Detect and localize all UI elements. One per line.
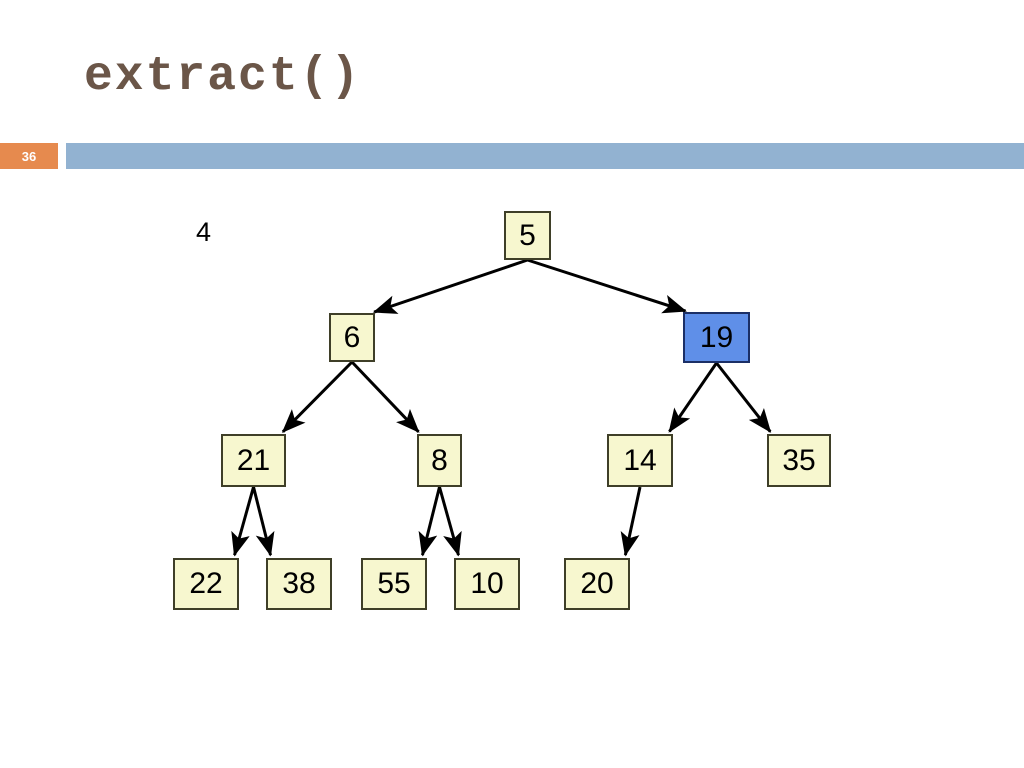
tree-node-38[interactable]: 38 [266, 558, 332, 610]
tree-edge-8-to-10 [438, 486, 462, 557]
tree-node-6[interactable]: 6 [329, 313, 375, 362]
tree-edge-8-to-55 [418, 486, 441, 557]
header-rule: 36 [0, 143, 1024, 169]
tree-edge-21-to-22 [231, 486, 255, 557]
tree-node-10[interactable]: 10 [454, 558, 520, 610]
tree-node-8[interactable]: 8 [417, 434, 462, 487]
tree-node-20[interactable]: 20 [564, 558, 630, 610]
page-title: extract() [84, 50, 362, 104]
heap-tree-diagram: 4 5 6 19 21 8 14 35 22 38 55 10 20 [0, 169, 1024, 768]
tree-edge-5-to-19 [527, 258, 687, 314]
slide-number-badge: 36 [0, 143, 58, 169]
tree-node-55[interactable]: 55 [361, 558, 427, 610]
tree-edge-19-to-14 [668, 362, 718, 433]
tree-edge-5-to-6 [372, 258, 528, 314]
tree-node-19[interactable]: 19 [683, 312, 750, 363]
header-accent-bar [66, 143, 1024, 169]
tree-node-14[interactable]: 14 [607, 434, 673, 487]
tree-edge-14-to-20 [620, 486, 642, 557]
tree-edge-21-to-38 [252, 486, 275, 557]
step-counter-label: 4 [196, 217, 212, 247]
tree-node-21[interactable]: 21 [221, 434, 286, 487]
tree-edge-layer [231, 258, 772, 557]
tree-node-22[interactable]: 22 [173, 558, 239, 610]
tree-edge-6-to-8 [350, 360, 420, 433]
tree-edge-6-to-21 [281, 360, 354, 433]
tree-node-35[interactable]: 35 [767, 434, 831, 487]
tree-edge-19-to-35 [715, 362, 772, 433]
tree-node-5[interactable]: 5 [504, 211, 551, 260]
